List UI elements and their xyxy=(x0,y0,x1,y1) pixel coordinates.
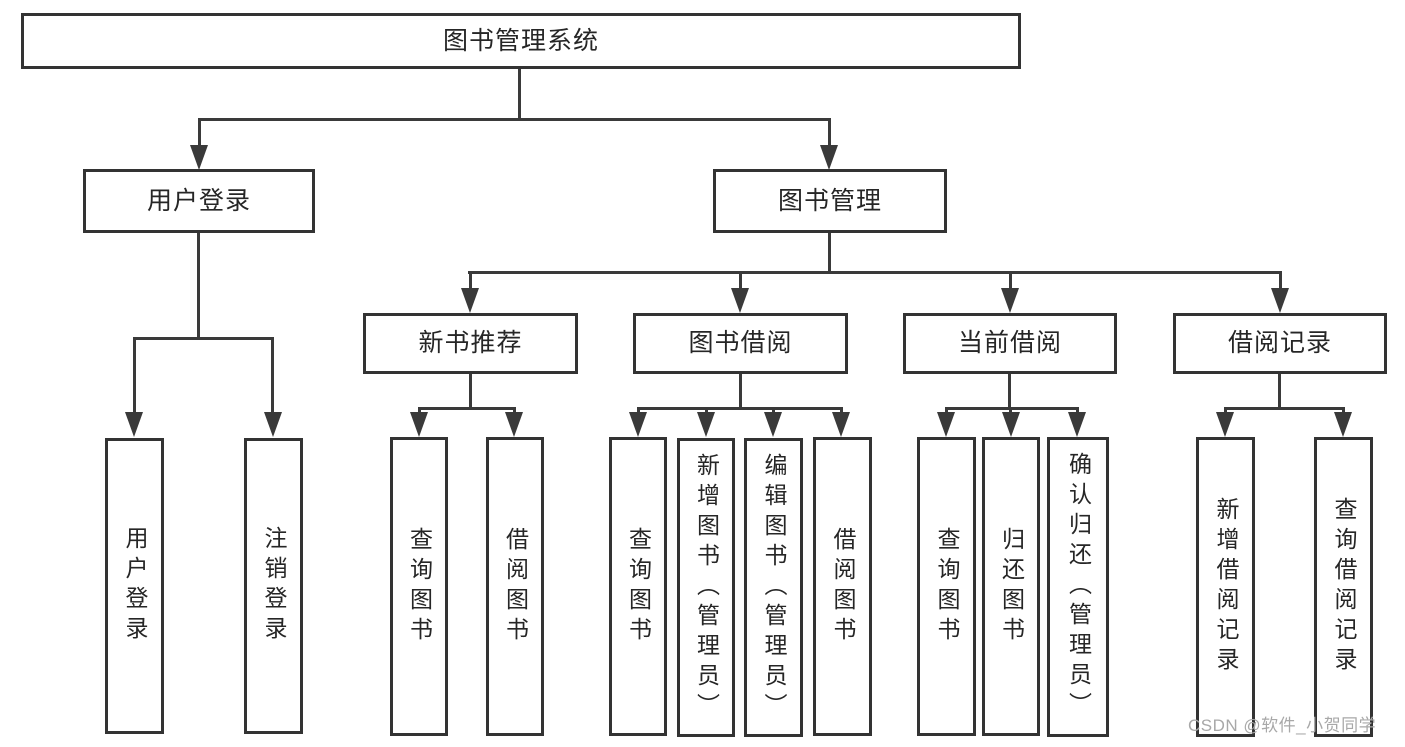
connector-line xyxy=(1342,407,1345,415)
csdn-watermark: CSDN @软件_小贺同学 xyxy=(1188,716,1377,735)
connector-line xyxy=(1224,407,1345,410)
arrow-down-icon xyxy=(125,412,143,437)
connector-line xyxy=(469,374,472,407)
node-current-borrow: 当前借阅 xyxy=(903,313,1117,374)
arrow-down-icon xyxy=(764,412,782,437)
connector-line xyxy=(271,337,274,415)
leaf-add-books-admin: 新增图书（管理员） xyxy=(677,438,735,737)
leaf-borrow-books-1: 借阅图书 xyxy=(486,437,544,736)
arrow-down-icon xyxy=(1334,412,1352,437)
connector-line xyxy=(1008,374,1011,407)
connector-line xyxy=(1076,407,1079,415)
connector-line xyxy=(133,337,274,340)
connector-line xyxy=(705,407,708,415)
node-book-borrow: 图书借阅 xyxy=(633,313,848,374)
connector-line xyxy=(739,374,742,407)
arrow-down-icon xyxy=(820,145,838,170)
connector-line xyxy=(468,271,1281,274)
arrow-down-icon xyxy=(461,288,479,313)
connector-line xyxy=(637,407,640,415)
arrow-down-icon xyxy=(1001,288,1019,313)
arrow-down-icon xyxy=(731,288,749,313)
connector-line xyxy=(418,407,515,410)
arrow-down-icon xyxy=(1002,412,1020,437)
connector-line xyxy=(772,407,775,415)
leaf-borrow-books-2: 借阅图书 xyxy=(813,437,872,736)
leaf-edit-books-admin: 编辑图书（管理员） xyxy=(744,438,803,737)
leaf-query-borrow-record: 查询借阅记录 xyxy=(1314,437,1373,737)
arrow-down-icon xyxy=(190,145,208,170)
arrow-down-icon xyxy=(832,412,850,437)
arrow-down-icon xyxy=(264,412,282,437)
connector-line xyxy=(1224,407,1227,415)
leaf-confirm-return-admin: 确认归还（管理员） xyxy=(1047,437,1109,737)
connector-line xyxy=(513,407,516,415)
leaf-logout: 注销登录 xyxy=(244,438,303,734)
arrow-down-icon xyxy=(505,412,523,437)
leaf-query-books-1: 查询图书 xyxy=(390,437,448,736)
arrow-down-icon xyxy=(1216,412,1234,437)
connector-line xyxy=(197,233,200,337)
leaf-user-login: 用户登录 xyxy=(105,438,164,734)
arrow-down-icon xyxy=(697,412,715,437)
connector-line xyxy=(945,407,1079,410)
node-user-login: 用户登录 xyxy=(83,169,315,233)
connector-line xyxy=(739,271,742,293)
arrow-down-icon xyxy=(1271,288,1289,313)
connector-line xyxy=(198,118,201,148)
connector-line xyxy=(840,407,843,415)
node-book-management: 图书管理 xyxy=(713,169,947,233)
connector-line xyxy=(1278,374,1281,407)
arrow-down-icon xyxy=(937,412,955,437)
connector-line xyxy=(469,271,472,293)
connector-line xyxy=(828,233,831,271)
connector-line xyxy=(133,337,136,415)
connector-line xyxy=(418,407,421,415)
leaf-return-books: 归还图书 xyxy=(982,437,1040,736)
arrow-down-icon xyxy=(410,412,428,437)
connector-line xyxy=(198,118,831,121)
connector-line xyxy=(1009,271,1012,293)
connector-line xyxy=(1279,271,1282,293)
leaf-query-books-2: 查询图书 xyxy=(609,437,667,736)
node-new-book-recommend: 新书推荐 xyxy=(363,313,578,374)
connector-line xyxy=(637,407,843,410)
arrow-down-icon xyxy=(1068,412,1086,437)
arrow-down-icon xyxy=(629,412,647,437)
node-root: 图书管理系统 xyxy=(21,13,1021,69)
connector-line xyxy=(945,407,948,415)
leaf-query-books-3: 查询图书 xyxy=(917,437,976,736)
connector-line xyxy=(1009,407,1012,415)
leaf-add-borrow-record: 新增借阅记录 xyxy=(1196,437,1255,737)
node-borrow-records: 借阅记录 xyxy=(1173,313,1387,374)
connector-line xyxy=(518,69,521,118)
connector-line xyxy=(828,118,831,148)
